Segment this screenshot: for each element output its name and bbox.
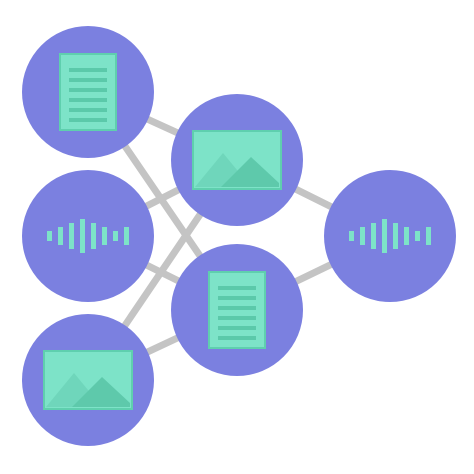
node-input-audio [22,170,154,302]
document-text-line [218,326,256,330]
audio-wave-bar [371,223,376,249]
node-output-audio [324,170,456,302]
image-mountain-right [221,157,279,187]
audio-wave-bar [360,227,365,245]
audio-wave-bar [58,227,63,245]
image-mountain-right [72,377,130,407]
audio-wave-bar [382,219,387,253]
document-text-line [69,108,107,112]
document-text-line [69,88,107,92]
audio-wave-icon [47,219,129,253]
node-hidden-image [171,94,303,226]
node-circle [324,170,456,302]
document-text-line [218,316,256,320]
audio-wave-bar [124,227,129,245]
audio-wave-bar [91,223,96,249]
document-text-line [69,98,107,102]
document-text-line [218,336,256,340]
audio-wave-bar [80,219,85,253]
document-icon [208,271,266,349]
image-icon [43,350,133,410]
audio-wave-bar [415,231,420,241]
network-nodes [22,26,456,446]
document-text-line [218,296,256,300]
document-text-line [69,68,107,72]
document-text-line [218,286,256,290]
node-hidden-document [171,244,303,376]
document-text-line [69,78,107,82]
document-text-line [218,306,256,310]
audio-wave-bar [349,231,354,241]
audio-wave-bar [393,223,398,249]
audio-wave-bar [426,227,431,245]
audio-wave-icon [349,219,431,253]
audio-wave-bar [102,227,107,245]
document-icon [59,53,117,131]
node-input-image [22,314,154,446]
audio-wave-bar [404,227,409,245]
audio-wave-bar [69,223,74,249]
image-icon [192,130,282,190]
audio-wave-bar [113,231,118,241]
audio-wave-bar [47,231,52,241]
node-circle [22,170,154,302]
document-text-line [69,118,107,122]
node-input-document [22,26,154,158]
